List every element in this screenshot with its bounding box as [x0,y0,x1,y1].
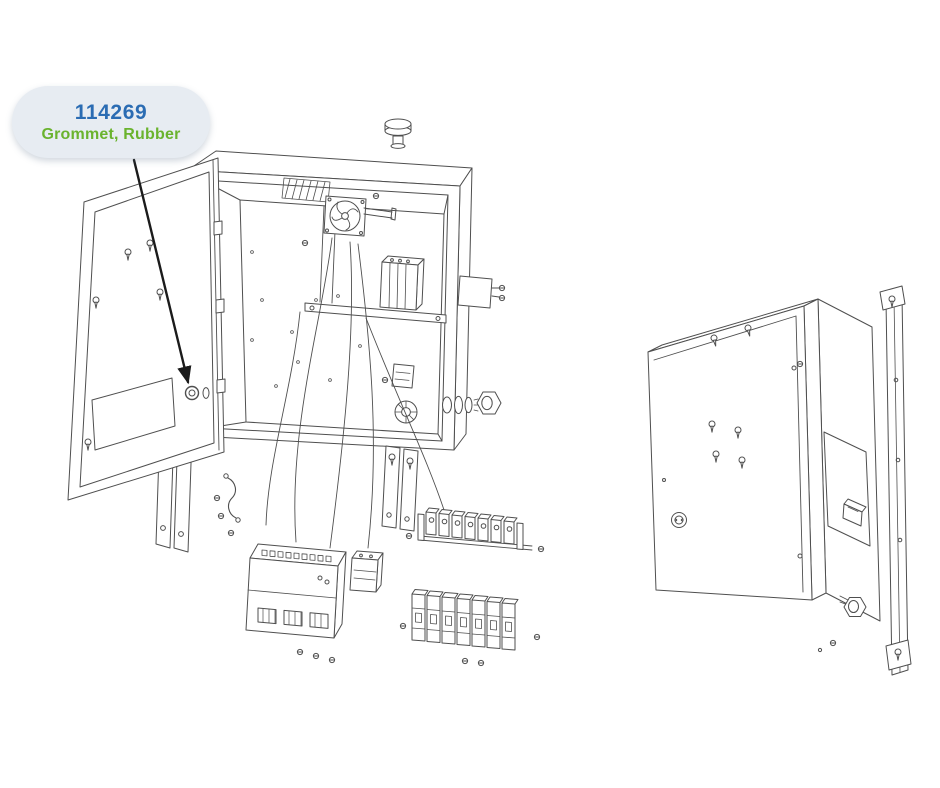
transformer [349,550,384,593]
enclosure-door [67,157,226,501]
assembled-enclosure [647,298,881,653]
relay [381,363,415,389]
grommet-rubber-part[interactable] [184,385,210,401]
cabinet-body [187,118,473,451]
cooling-fan [323,195,397,237]
vent-cap [384,118,412,149]
din-rail [304,302,447,324]
wall-bracket-rail [879,285,912,676]
callout-arrow [132,158,192,385]
cord-grip [442,391,502,415]
mounting-rails-bottom [381,445,419,532]
exploded-view [67,118,545,667]
door-hinges [213,220,226,394]
contactor [379,255,425,311]
gland-wheel [394,400,418,424]
terminal-blocks [405,507,545,553]
part-name[interactable]: Grommet, Rubber [41,125,181,143]
control-module [245,543,347,664]
circuit-breakers [399,589,541,667]
door-lock [671,512,687,528]
cord-grip-assembled [839,595,867,617]
side-bracket [457,275,506,309]
hardware-clip [213,473,241,537]
part-callout-bubble[interactable]: 114269 Grommet, Rubber [12,86,210,158]
part-number[interactable]: 114269 [74,100,148,124]
latch-handle [842,498,867,527]
assembled-view [647,285,912,676]
wire-harness [265,237,447,549]
